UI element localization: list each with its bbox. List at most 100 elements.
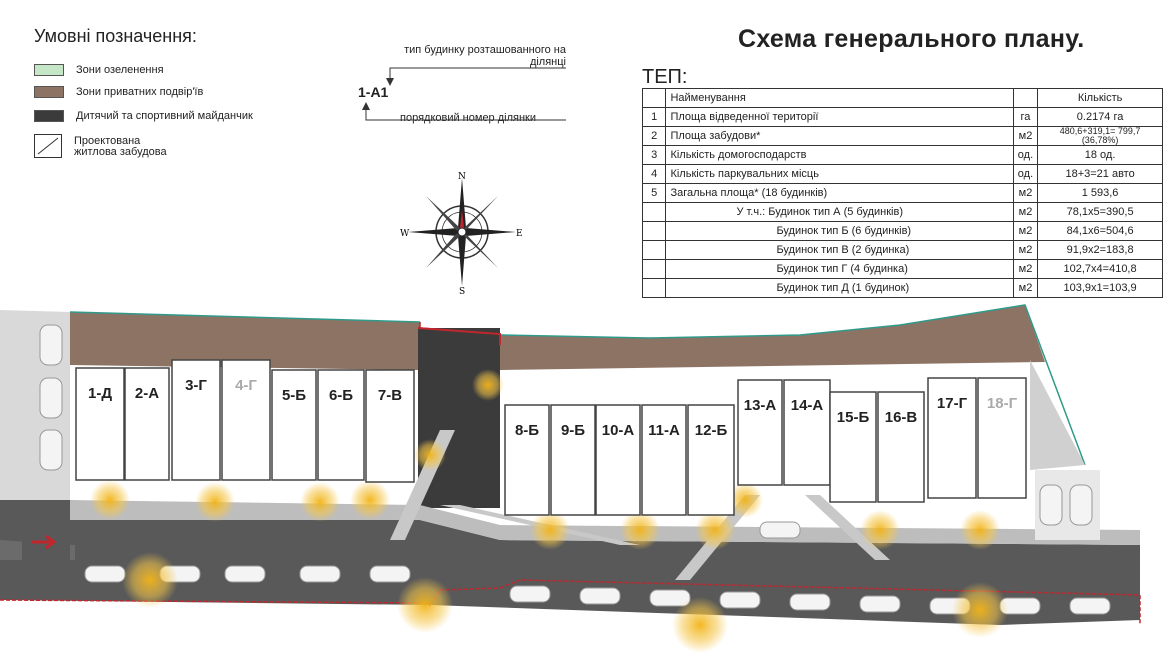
row-name: Будинок тип Б (6 будинків)	[665, 221, 1014, 241]
house-footprint	[365, 369, 415, 483]
house-label: 2-А	[135, 385, 159, 402]
row-name: Кількість паркувальних місць	[665, 164, 1014, 184]
table-row: Будинок тип Б (6 будинків) м2 84,1х6=504…	[641, 221, 1163, 241]
house-footprint	[595, 404, 641, 516]
house-label: 4-Г	[235, 377, 257, 394]
row-unit: м2	[1012, 183, 1039, 203]
tep-title: ТЕП:	[642, 66, 688, 88]
header-value: Кількість	[1037, 88, 1163, 108]
entrance-arrow-icon	[32, 534, 57, 550]
house-footprint	[550, 404, 596, 516]
row-value: 1 593,6	[1037, 183, 1163, 203]
house-label: 9-Б	[561, 422, 585, 439]
house-footprint	[641, 404, 687, 516]
row-num	[641, 278, 667, 298]
table-row: Будинок тип В (2 будинка) м2 91,9х2=183,…	[641, 240, 1163, 260]
house-footprint	[271, 369, 317, 481]
house-label: 16-В	[885, 409, 918, 426]
road	[0, 500, 1140, 625]
house-label: 18-Г	[987, 395, 1018, 412]
house-footprint	[829, 391, 877, 503]
house-label: 15-Б	[837, 409, 870, 426]
house-footprint	[783, 379, 831, 486]
plot-key-code: 1-А1	[358, 84, 389, 100]
house-footprint	[504, 404, 550, 516]
house-label: 5-Б	[282, 387, 306, 404]
compass-s: S	[459, 287, 465, 296]
plot-key-arrows	[362, 67, 566, 121]
compass-e: E	[516, 229, 523, 239]
row-num	[641, 202, 667, 222]
housing-swatch	[34, 134, 62, 158]
house-footprint	[124, 367, 170, 481]
legend-item-playground: Дитячий та спортивний майданчик	[34, 108, 253, 124]
house-label: 10-А	[602, 422, 635, 439]
legend-item-yards: Зони приватних подвір'їв	[34, 84, 203, 100]
row-name: Площа відведенної території	[665, 107, 1014, 127]
row-unit: од.	[1012, 164, 1039, 184]
yard-swatch	[34, 86, 64, 98]
street-lights	[90, 369, 1008, 653]
table-row: У т.ч.: Будинок тип А (5 будинків) м2 78…	[641, 202, 1163, 222]
plot-key-number-label: порядковий номер ділянки	[400, 112, 537, 124]
table-row: Будинок тип Г (4 будинка) м2 102,7х4=410…	[641, 259, 1163, 279]
page-title: Схема генерального плану.	[738, 25, 1085, 53]
legend-label: Проектована житлова забудова	[74, 135, 167, 158]
house-label: 1-Д	[88, 385, 112, 402]
row-num: 1	[641, 107, 667, 127]
house-label: 17-Г	[937, 395, 968, 412]
row-unit: од.	[1012, 145, 1039, 165]
row-name: Будинок тип Г (4 будинка)	[665, 259, 1014, 279]
house-label: 8-Б	[515, 422, 539, 439]
row-unit: м2	[1012, 221, 1039, 241]
house-label: 7-В	[378, 387, 402, 404]
row-name: Площа забудови*	[665, 126, 1014, 146]
legend-label: Зони приватних подвір'їв	[76, 86, 204, 98]
row-value: 78,1х5=390,5	[1037, 202, 1163, 222]
house-footprint	[877, 391, 925, 503]
row-value: 91,9х2=183,8	[1037, 240, 1163, 260]
row-value: 102,7х4=410,8	[1037, 259, 1163, 279]
house-label: 13-А	[744, 397, 777, 414]
row-value: 0.2174 га	[1037, 107, 1163, 127]
row-unit: м2	[1012, 240, 1039, 260]
house-footprint	[171, 359, 221, 481]
table-header-row: Найменування Кількість	[641, 88, 1163, 108]
row-name: У т.ч.: Будинок тип А (5 будинків)	[665, 202, 1014, 222]
house-label: 11-А	[648, 422, 680, 439]
row-name: Загальна площа* (18 будинків)	[665, 183, 1014, 203]
table-row: 1 Площа відведенної території га 0.2174 …	[641, 107, 1163, 127]
table-row: 4 Кількість паркувальних місць од. 18+3=…	[641, 164, 1163, 184]
row-num	[641, 240, 667, 260]
playground-swatch	[34, 110, 64, 122]
plot-key-type-label: тип будинку розташованного на ділянці	[404, 44, 566, 68]
row-unit: м2	[1012, 202, 1039, 222]
legend-label: Дитячий та спортивний майданчик	[76, 110, 253, 122]
legend-title: Умовні позначення:	[34, 26, 197, 46]
row-num	[641, 259, 667, 279]
row-value: 18 од.	[1037, 145, 1163, 165]
yard-zone	[70, 312, 420, 370]
compass-w: W	[400, 229, 410, 239]
row-num: 2	[641, 126, 667, 146]
parked-cars-left	[39, 324, 1093, 526]
house-footprint	[687, 404, 735, 516]
greenery-swatch	[34, 64, 64, 76]
row-num: 4	[641, 164, 667, 184]
row-unit: м2	[1012, 278, 1039, 298]
legend-item-greenery: Зони озеленення	[34, 62, 164, 78]
row-num: 5	[641, 183, 667, 203]
row-num	[641, 221, 667, 241]
row-unit: м2	[1012, 259, 1039, 279]
compass-n: N	[458, 172, 466, 182]
table-row: 5 Загальна площа* (18 будинків) м2 1 593…	[641, 183, 1163, 203]
house-footprint	[737, 379, 783, 486]
row-value: 103,9х1=103,9	[1037, 278, 1163, 298]
row-value: 480,6+319,1= 799,7 (36,78%)	[1037, 126, 1163, 146]
table-row: Будинок тип Д (1 будинок) м2 103,9х1=103…	[641, 278, 1163, 298]
row-name: Будинок тип Д (1 будинок)	[665, 278, 1014, 298]
row-unit: га	[1012, 107, 1039, 127]
house-label: 6-Б	[329, 387, 353, 404]
